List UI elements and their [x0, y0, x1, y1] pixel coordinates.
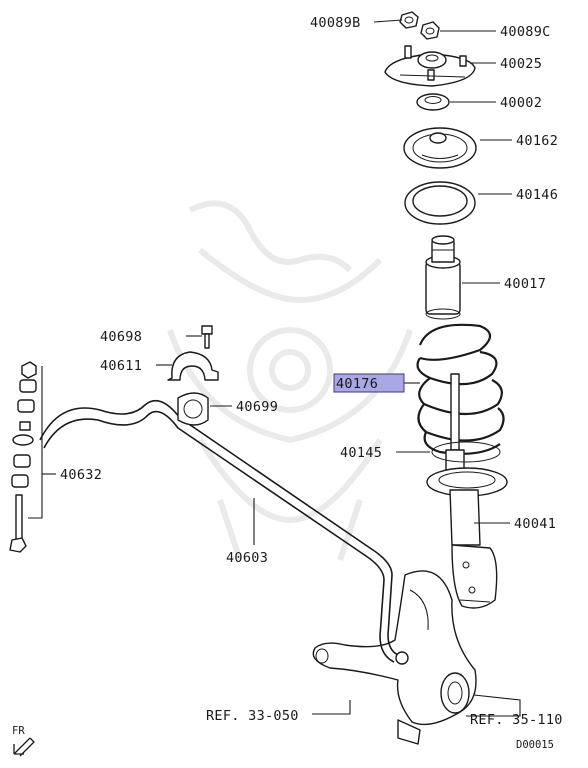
callout-40025[interactable]: 40025 — [500, 56, 542, 72]
lower-spring-seat-40145[interactable] — [431, 441, 501, 463]
bracket-40611[interactable] — [167, 351, 219, 381]
callout-40162[interactable]: 40162 — [516, 133, 558, 149]
bearing-40002[interactable] — [416, 93, 450, 111]
coil-spring-40176[interactable] — [416, 323, 505, 455]
callout-40603[interactable]: 40603 — [226, 550, 268, 566]
callout-40041[interactable]: 40041 — [514, 516, 556, 532]
callout-highlight — [333, 373, 405, 393]
callout-40089c[interactable]: 40089C — [500, 24, 551, 40]
callout-40698[interactable]: 40698 — [100, 329, 142, 345]
ref-knuckle[interactable]: REF. 33-050 — [206, 708, 299, 724]
ref-hub[interactable]: REF. 35-110 — [470, 712, 563, 728]
callout-40017[interactable]: 40017 — [504, 276, 546, 292]
front-label: FR — [12, 725, 25, 737]
callout-40611[interactable]: 40611 — [100, 358, 142, 374]
bolt-40698[interactable] — [201, 325, 213, 349]
callout-40699[interactable]: 40699 — [236, 399, 278, 415]
callout-40089b[interactable]: 40089B — [310, 15, 361, 31]
steering-knuckle[interactable] — [312, 570, 477, 745]
callout-40145[interactable]: 40145 — [340, 445, 382, 461]
callout-40002[interactable]: 40002 — [500, 95, 542, 111]
callout-labels: 40089B 40089C 40025 40002 40162 40146 40… — [60, 15, 563, 728]
upper-mount-40025[interactable] — [384, 45, 476, 87]
upper-spring-seat-40162[interactable] — [403, 127, 477, 169]
leader-lines — [28, 19, 521, 717]
link-kit-40632[interactable] — [9, 361, 37, 553]
callout-40176[interactable]: 40176 — [336, 376, 378, 392]
diagram-code: D00015 — [516, 739, 554, 751]
stabilizer-bar-40603[interactable] — [39, 399, 409, 665]
dust-boot-40017[interactable] — [425, 235, 461, 320]
strut-40041[interactable] — [426, 373, 508, 609]
spring-pad-40146[interactable] — [404, 181, 476, 225]
nut-40089b[interactable] — [399, 11, 419, 29]
nut-40089c[interactable] — [420, 21, 440, 40]
bushing-40699[interactable] — [177, 392, 209, 426]
callout-40632[interactable]: 40632 — [60, 467, 102, 483]
front-arrow-icon: FR — [12, 725, 35, 757]
callout-40146[interactable]: 40146 — [516, 187, 558, 203]
